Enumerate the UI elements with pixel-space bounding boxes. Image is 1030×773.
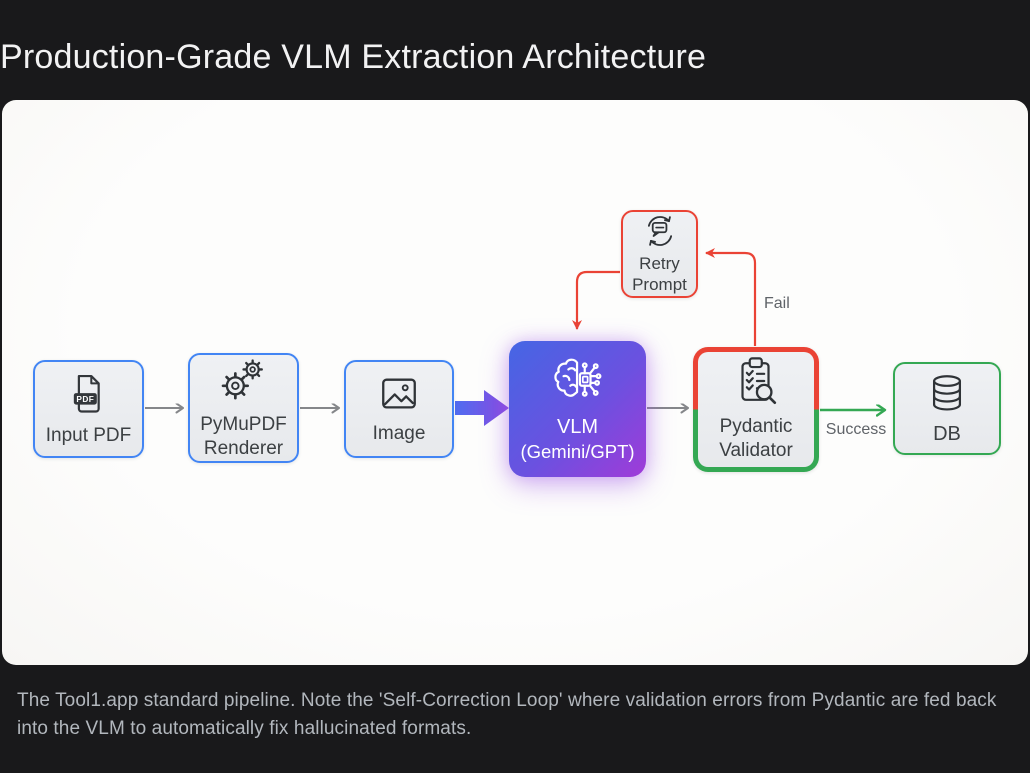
- node-label: Input PDF: [45, 424, 132, 446]
- success-edge-label: Success: [825, 421, 887, 438]
- gears-icon: [221, 358, 263, 399]
- node-label: VLM (Gemini/GPT): [520, 416, 635, 462]
- pdf-file-icon: PDF: [73, 374, 100, 413]
- arrow-retry-to-vlm: [572, 270, 620, 330]
- node-pymupdf-renderer: PyMuPDF Renderer: [188, 353, 299, 463]
- database-icon: [932, 375, 962, 411]
- node-vlm: VLM (Gemini/GPT): [509, 341, 646, 477]
- node-retry-prompt: Retry Prompt: [621, 210, 698, 298]
- slide-title: Production-Grade VLM Extraction Architec…: [0, 38, 707, 76]
- svg-text:PDF: PDF: [76, 394, 94, 403]
- clipboard-check-search-icon: [741, 357, 777, 405]
- caption: The Tool1.app standard pipeline. Note th…: [17, 690, 997, 739]
- node-label: DB: [933, 423, 961, 445]
- node-label: Image: [372, 422, 426, 444]
- brain-circuit-icon: [553, 358, 601, 397]
- fail-edge-label: Fail: [764, 295, 790, 312]
- retry-message-icon: [647, 216, 672, 246]
- arrow-fail-pydantic-to-retry: [705, 248, 757, 346]
- node-label: Retry Prompt: [632, 254, 687, 294]
- arrow-image-to-vlm: [455, 390, 509, 426]
- node-label: PyMuPDF Renderer: [200, 413, 287, 459]
- node-label: Pydantic Validator: [719, 416, 793, 461]
- diagram-panel: PDF Input PDF: [2, 100, 1028, 665]
- slide-header: Production-Grade VLM Extraction Architec…: [0, 0, 1030, 100]
- node-db: DB: [893, 362, 1001, 455]
- connector-layer: [145, 248, 1028, 426]
- node-input-pdf: PDF Input PDF: [33, 360, 144, 458]
- slide-footer: The Tool1.app standard pipeline. Note th…: [0, 665, 1030, 773]
- node-pydantic-validator: Pydantic Validator: [693, 347, 819, 472]
- node-image: Image: [344, 360, 454, 458]
- image-icon: [382, 378, 416, 409]
